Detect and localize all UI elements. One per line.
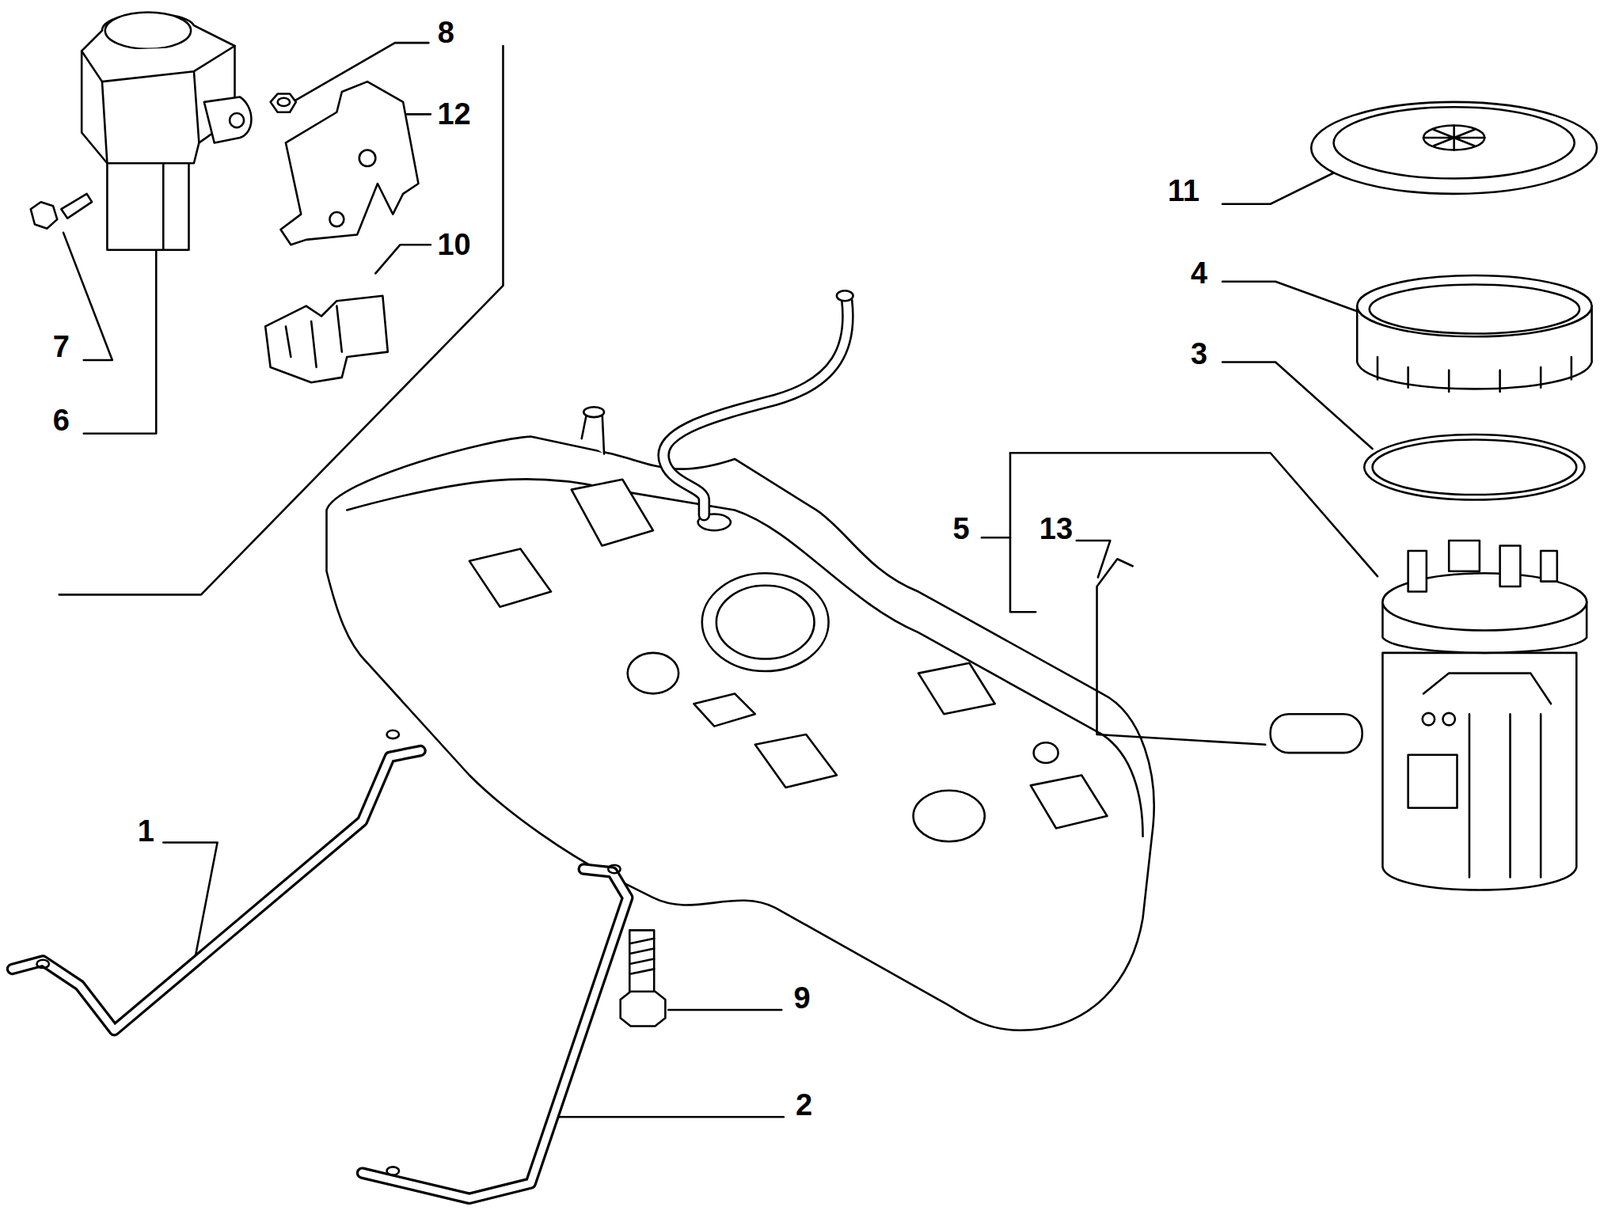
callout-number: 1 bbox=[135, 815, 157, 848]
callout-number: 6 bbox=[50, 404, 73, 437]
callout-number: 12 bbox=[434, 98, 473, 130]
callout-number: 9 bbox=[790, 982, 813, 1015]
callout-number: 13 bbox=[1037, 513, 1076, 545]
callout-number: 11 bbox=[1165, 174, 1202, 207]
callout-number: 2 bbox=[793, 1089, 815, 1122]
callout-number: 8 bbox=[435, 16, 457, 49]
callout-number: 5 bbox=[950, 513, 973, 545]
callout-number: 10 bbox=[434, 228, 473, 261]
callout-number: 7 bbox=[50, 330, 73, 363]
callout-number: 4 bbox=[1188, 257, 1210, 289]
callout-number: 3 bbox=[1188, 338, 1210, 370]
